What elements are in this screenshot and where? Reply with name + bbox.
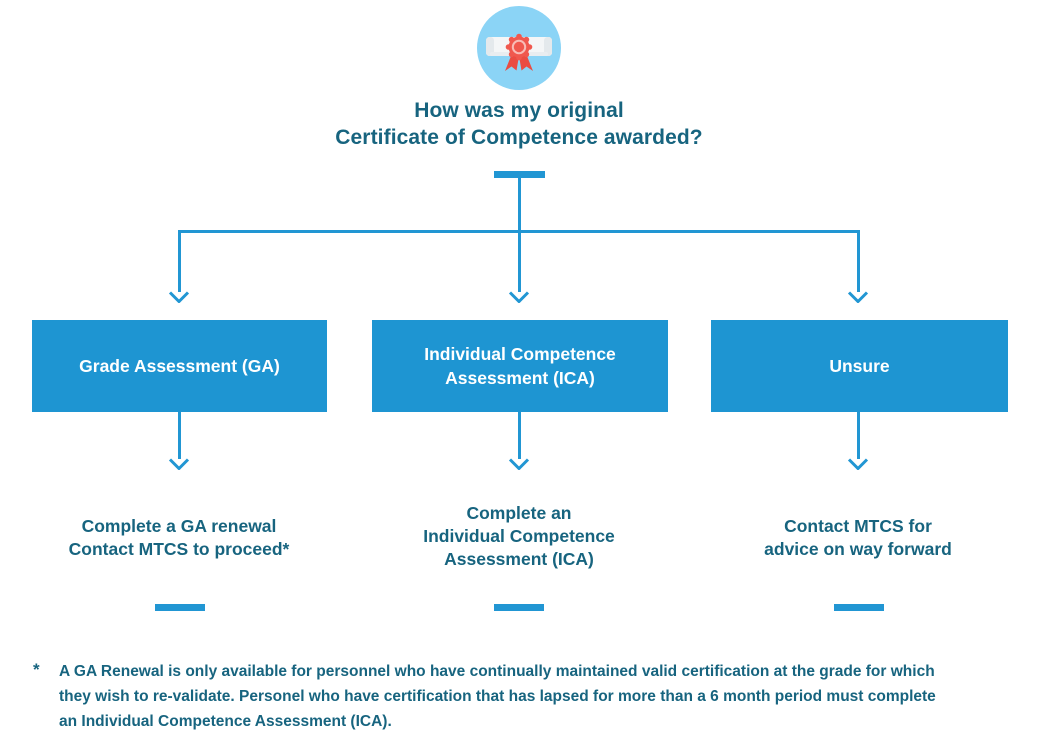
arrow-down-icon bbox=[508, 458, 530, 470]
footnote-asterisk: * bbox=[33, 660, 40, 679]
page-title: How was my original Certificate of Compe… bbox=[335, 99, 703, 149]
terminal-dash bbox=[834, 604, 884, 611]
option-box-grade-assessment: Grade Assessment (GA) bbox=[32, 320, 327, 412]
arrow-down-icon bbox=[508, 291, 530, 303]
outcome-text-contact-mtcs: Contact MTCS for advice on way forward bbox=[764, 516, 952, 559]
terminal-dash bbox=[155, 604, 205, 611]
outcome-text-ica: Complete an Individual Competence Assess… bbox=[423, 503, 615, 569]
connector-line-right bbox=[857, 230, 860, 292]
arrow-down-icon bbox=[168, 291, 190, 303]
footnote-text: A GA Renewal is only available for perso… bbox=[59, 663, 936, 730]
title-connector-stub bbox=[494, 171, 545, 178]
certificate-icon bbox=[477, 6, 561, 90]
option-box-label: Individual Competence Assessment (ICA) bbox=[424, 344, 616, 388]
option-box-unsure: Unsure bbox=[711, 320, 1008, 412]
connector-line-horizontal bbox=[178, 230, 860, 233]
option-box-label: Grade Assessment (GA) bbox=[79, 356, 280, 376]
connector-line-left-outcome bbox=[178, 412, 181, 459]
connector-line-center-outcome bbox=[518, 412, 521, 459]
outcome-text-ga-renewal: Complete a GA renewal Contact MTCS to pr… bbox=[68, 516, 290, 559]
diploma-scroll-icon bbox=[486, 33, 552, 71]
arrow-down-icon bbox=[847, 458, 869, 470]
connector-line-right-outcome bbox=[857, 412, 860, 459]
connector-line-center bbox=[518, 178, 521, 292]
arrow-down-icon bbox=[168, 458, 190, 470]
option-box-label: Unsure bbox=[829, 356, 890, 376]
arrow-down-icon bbox=[847, 291, 869, 303]
terminal-dash bbox=[494, 604, 544, 611]
option-box-individual-competence-assessment: Individual Competence Assessment (ICA) bbox=[372, 320, 668, 412]
connector-line-left bbox=[178, 230, 181, 292]
